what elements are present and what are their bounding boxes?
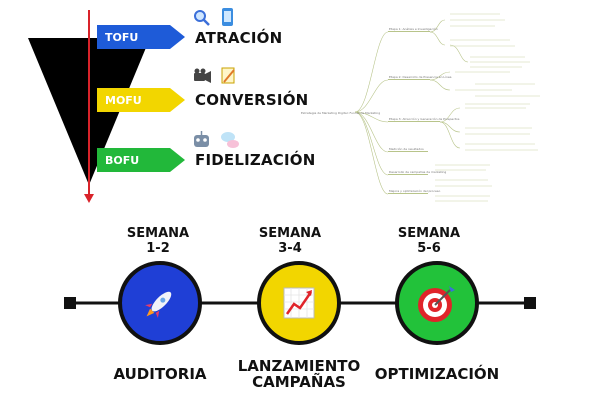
stage-label-atraccion: ATRACIÓN xyxy=(195,29,283,47)
timeline-end-marker xyxy=(524,297,536,309)
week-label-1-line1: SEMANA xyxy=(126,226,190,241)
week-label-1-line2: 1-2 xyxy=(146,241,170,256)
timeline-start-marker xyxy=(64,297,76,309)
magnifier-icon xyxy=(194,10,210,26)
rocket-icon xyxy=(145,291,172,318)
phase-label-lanzamiento-line1: LANZAMIENTO xyxy=(237,357,361,375)
marketing-funnel: TOFU MOFU BOFU xyxy=(28,8,239,203)
mind-map-branch-5: Desarrollo de campañas de marketing xyxy=(389,170,446,174)
stage-tag-mofu: MOFU xyxy=(97,88,185,112)
target-icon xyxy=(418,286,455,322)
mind-map-branch-6: Mejora y optimización del proceso xyxy=(389,189,440,193)
phase-label-auditoria: AUDITORIA xyxy=(100,366,220,382)
phase-label-auditoria-line1: AUDITORIA xyxy=(113,365,207,383)
phone-icon xyxy=(222,8,233,26)
week-label-3-line2: 5-6 xyxy=(417,241,441,256)
phase-circle-lanzamiento xyxy=(257,261,341,345)
mind-map-branch-1: Etapa 1: Análisis e Investigación xyxy=(389,27,438,31)
strategy-mind-map: Estrategia de Marketing Digital: Funnel … xyxy=(301,13,540,202)
phase-label-optimizacion-line1: OPTIMIZACIÓN xyxy=(374,365,500,383)
week-label-2-line2: 3-4 xyxy=(278,241,302,256)
mind-map-branch-3: Etapa 3: Atracción y Generación de Prosp… xyxy=(389,117,460,121)
mind-map-branch-2: Etapa 2: Desarrollo de Presencia en Líne… xyxy=(389,75,452,79)
video-camera-icon xyxy=(194,68,211,83)
stage-label-conversion: CONVERSIÓN xyxy=(195,91,309,109)
phase-circle-optimizacion xyxy=(395,261,479,345)
phase-circle-auditoria xyxy=(118,261,202,345)
chat-bubbles-icon xyxy=(221,132,239,148)
week-label-3-line1: SEMANA xyxy=(397,226,461,241)
week-label-2: SEMANA 3-4 xyxy=(235,226,345,256)
stage-tag-bofu: BOFU xyxy=(97,148,185,172)
stage-tag-tofu-text: TOFU xyxy=(105,31,138,44)
week-label-2-line1: SEMANA xyxy=(258,226,322,241)
phase-label-lanzamiento-line2: CAMPAÑAS xyxy=(252,373,346,391)
week-label-3: SEMANA 5-6 xyxy=(374,226,484,256)
week-label-1: SEMANA 1-2 xyxy=(103,226,213,256)
phase-label-lanzamiento: LANZAMIENTO CAMPAÑAS xyxy=(229,358,369,390)
memo-icon xyxy=(221,67,235,84)
funnel-down-arrow xyxy=(84,10,94,203)
robot-icon xyxy=(194,131,209,147)
trending-chart-icon xyxy=(283,287,315,319)
stage-tag-tofu: TOFU xyxy=(97,25,185,49)
mind-map-branch-4: Medición de resultados xyxy=(389,147,424,151)
stage-label-fidelizacion: FIDELIZACIÓN xyxy=(195,151,316,169)
phase-label-optimizacion: OPTIMIZACIÓN xyxy=(367,366,507,382)
mind-map-root: Estrategia de Marketing Digital: Funnel … xyxy=(301,111,380,115)
stage-tag-bofu-text: BOFU xyxy=(105,154,139,167)
timeline-track xyxy=(64,261,536,345)
stage-tag-mofu-text: MOFU xyxy=(105,94,142,107)
